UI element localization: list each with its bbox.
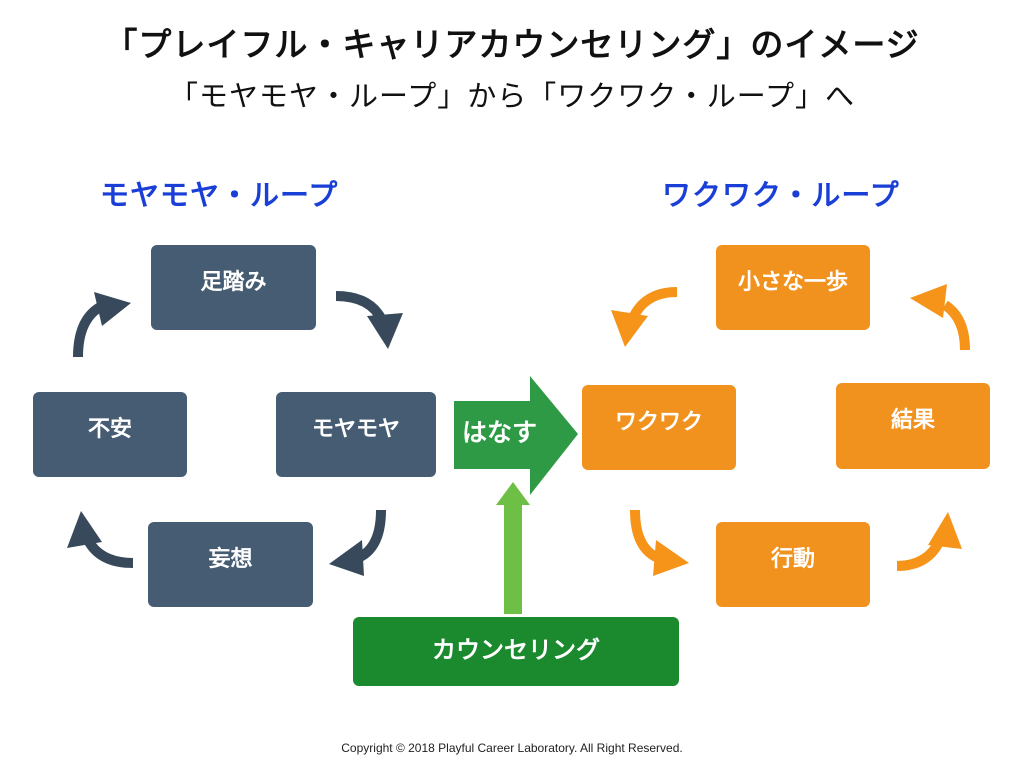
arrowhead-icon (928, 512, 962, 549)
counseling-label: カウンセリング (432, 636, 600, 664)
node-label: 足踏み (200, 269, 267, 295)
arrowhead-icon (611, 310, 648, 347)
arrowhead-icon (67, 511, 102, 548)
node-mousou: 妄想 (148, 522, 313, 607)
node-label: 小さな一歩 (737, 269, 848, 295)
wakuwaku-loop-title: ワクワク・ループ (662, 178, 900, 212)
node-label: 行動 (770, 546, 815, 572)
node-koudou: 行動 (716, 522, 870, 607)
arrow-fuan-to-ashibumi (73, 302, 103, 358)
arrow-step-to-wakuwaku (628, 287, 678, 321)
hanasu-arrow (454, 376, 578, 495)
node-fuan: 不安 (33, 392, 187, 477)
arrow-kekka-to-step (942, 300, 970, 351)
node-label: 結果 (890, 408, 935, 433)
arrow-wakuwaku-to-koudou (630, 509, 661, 563)
node-label: 妄想 (208, 546, 253, 572)
arrow-mousou-to-fuan (83, 537, 134, 568)
arrowhead-icon (367, 313, 403, 349)
node-label: モヤモヤ (311, 416, 400, 442)
node-chiisana-ippo: 小さな一歩 (716, 245, 870, 330)
arrowhead-icon (653, 540, 689, 576)
arrowhead-icon (329, 540, 364, 576)
node-ashibumi: 足踏み (151, 245, 316, 330)
arrowhead-icon (94, 292, 131, 326)
support-arrow (496, 482, 530, 614)
moyamoya-loop-title: モヤモヤ・ループ (100, 178, 339, 212)
node-kekka: 結果 (836, 383, 990, 469)
page-title: 「プレイフル・キャリアカウンセリング」のイメージ (104, 25, 920, 64)
arrowhead-icon (910, 284, 947, 318)
page-subtitle: 「モヤモヤ・ループ」から「ワクワク・ループ」へ (169, 79, 855, 113)
node-moyamoya: モヤモヤ (276, 392, 436, 477)
node-wakuwaku: ワクワク (582, 385, 736, 470)
hanasu-label: はなす (462, 418, 538, 447)
copyright-footer: Copyright © 2018 Playful Career Laborato… (341, 741, 683, 755)
node-label: 不安 (87, 416, 132, 442)
node-label: ワクワク (614, 409, 703, 435)
counseling-box: カウンセリング (353, 617, 679, 686)
